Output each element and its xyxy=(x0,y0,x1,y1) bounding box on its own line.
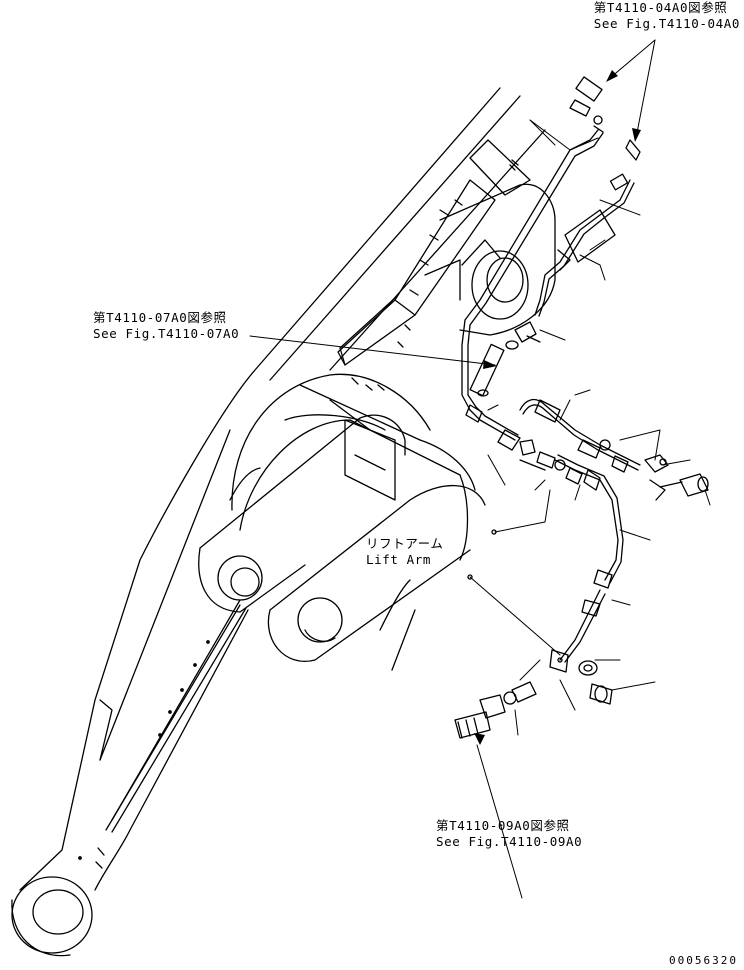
reference-middle-left-en: See Fig.T4110-07A0 xyxy=(93,326,240,341)
reference-top-right-en: See Fig.T4110-04A0 xyxy=(593,16,740,31)
arrowheads xyxy=(474,70,641,745)
reference-bottom: 第T4110-09A0図参照 See Fig.T4110-09A0 xyxy=(436,818,582,850)
leader-lines xyxy=(249,39,711,899)
reference-top-right: 第T4110-04A0図参照 See Fig.T4110-04A0 xyxy=(594,0,740,32)
component-label-en: Lift Arm xyxy=(366,552,432,567)
lift-arm-outline xyxy=(11,87,546,957)
reference-middle-left: 第T4110-07A0図参照 See Fig.T4110-07A0 xyxy=(93,310,239,342)
component-label-lift-arm: リフトアーム Lift Arm xyxy=(366,536,443,568)
reference-middle-left-jp: 第T4110-07A0図参照 xyxy=(93,310,227,325)
mounting-bracket xyxy=(337,139,556,391)
reference-top-right-jp: 第T4110-04A0図参照 xyxy=(593,0,728,15)
fittings xyxy=(454,76,709,739)
component-label-jp: リフトアーム xyxy=(366,536,444,551)
drawing-number: 00056320 xyxy=(669,954,738,967)
reference-bottom-en: See Fig.T4110-09A0 xyxy=(436,834,583,849)
cross-tube xyxy=(198,373,486,671)
reference-bottom-jp: 第T4110-09A0図参照 xyxy=(436,818,570,833)
